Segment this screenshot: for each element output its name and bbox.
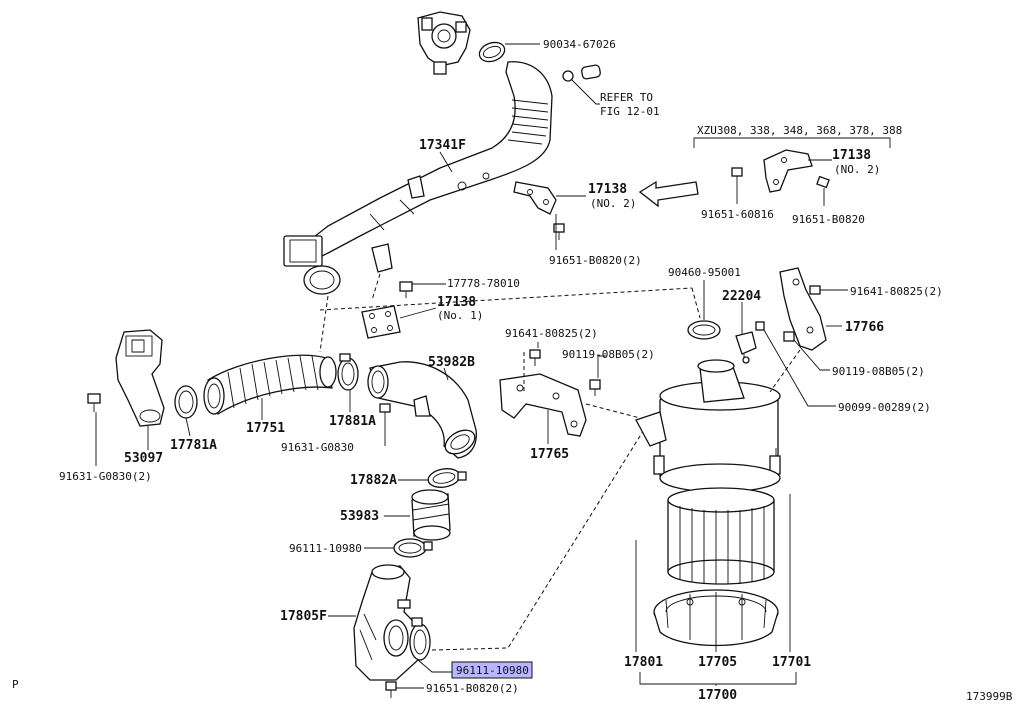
bolt-91641-mid bbox=[529, 349, 541, 366]
clamp-17882a bbox=[427, 468, 467, 488]
label-91651-b0820-2-mid: 91651-B0820(2) bbox=[549, 254, 642, 267]
bracket-17766 bbox=[779, 267, 827, 351]
label-53097: 53097 bbox=[124, 451, 163, 466]
label-17700: 17700 bbox=[698, 688, 737, 703]
label-fig-12-01: FIG 12-01 bbox=[600, 105, 660, 118]
bracket-17138-no2-right bbox=[763, 149, 813, 193]
duct-17805f bbox=[353, 564, 421, 681]
clamp-17881a bbox=[337, 353, 359, 391]
label-90034-67026: 90034-67026 bbox=[543, 38, 616, 51]
label-53982b: 53982B bbox=[428, 355, 475, 370]
bracket-17765 bbox=[499, 373, 587, 437]
label-17138-mid-no2: (NO. 2) bbox=[590, 197, 636, 210]
small-hose bbox=[562, 64, 601, 82]
label-90460-95001: 90460-95001 bbox=[668, 266, 741, 279]
pipe-53982b bbox=[367, 361, 477, 459]
bolt-17778 bbox=[399, 281, 413, 298]
sensor-22204 bbox=[735, 331, 757, 364]
bracket-17138-no2-mid bbox=[513, 181, 557, 215]
bolt-90119-right bbox=[783, 331, 795, 342]
label-53983: 53983 bbox=[340, 509, 379, 524]
label-17341f: 17341F bbox=[419, 138, 466, 153]
label-corner-p: P bbox=[12, 678, 19, 691]
throttle-body bbox=[417, 11, 471, 75]
label-17778-78010: 17778-78010 bbox=[447, 277, 520, 290]
clamp-17781a bbox=[174, 385, 198, 419]
label-refer-to: REFER TO bbox=[600, 91, 653, 104]
label-17138-right-no2: (NO. 2) bbox=[834, 163, 880, 176]
highlight-96111-10980[interactable] bbox=[451, 661, 533, 679]
label-96111-10980-upper: 96111-10980 bbox=[289, 542, 362, 555]
clamp-90034 bbox=[478, 41, 506, 63]
bolt-91651-60816 bbox=[731, 167, 743, 184]
label-17138-no1: 17138 bbox=[437, 295, 476, 310]
label-17138-right: 17138 bbox=[832, 148, 871, 163]
air-cleaner-case bbox=[653, 589, 779, 647]
bolt-91631-left bbox=[87, 393, 101, 412]
label-91651-60816: 91651-60816 bbox=[701, 208, 774, 221]
bolt-91641-top bbox=[809, 285, 821, 295]
label-91631-g0830-mid: 91631-G0830 bbox=[281, 441, 354, 454]
bolt-91651-mid bbox=[553, 223, 565, 240]
label-17766: 17766 bbox=[845, 320, 884, 335]
bolt-91651-b0820-right bbox=[816, 175, 830, 189]
arrow-icon bbox=[638, 180, 699, 208]
label-22204: 22204 bbox=[722, 289, 761, 304]
bracket-17138-no1 bbox=[361, 305, 401, 339]
label-17701: 17701 bbox=[772, 655, 811, 670]
label-17801: 17801 bbox=[624, 655, 663, 670]
label-91641-80825-2-top: 91641-80825(2) bbox=[850, 285, 943, 298]
bolt-91651-bottom bbox=[385, 681, 397, 698]
clamp-96111-lower bbox=[409, 617, 431, 661]
label-91631-g0830-2-left: 91631-G0830(2) bbox=[59, 470, 152, 483]
air-filter-element bbox=[667, 487, 775, 585]
air-cleaner-cover bbox=[635, 359, 781, 493]
label-17138-no1-sub: (No. 1) bbox=[437, 309, 483, 322]
label-96111-10980-highlighted[interactable]: 96111-10980 bbox=[456, 664, 529, 677]
clamp-96111-upper bbox=[393, 538, 433, 558]
clamp-90460 bbox=[687, 320, 721, 340]
label-variant-note: XZU308, 338, 348, 368, 378, 388 bbox=[697, 124, 902, 137]
label-17882a: 17882A bbox=[350, 473, 397, 488]
hose-53983 bbox=[411, 489, 451, 541]
label-17751: 17751 bbox=[246, 421, 285, 436]
snorkel-53097 bbox=[115, 329, 165, 427]
label-17765: 17765 bbox=[530, 447, 569, 462]
label-90119-08b05-2-mid: 90119-08B05(2) bbox=[562, 348, 655, 361]
label-17781a: 17781A bbox=[170, 438, 217, 453]
hose-17751 bbox=[203, 354, 337, 416]
label-figure-code: 173999B bbox=[966, 690, 1013, 703]
label-91651-b0820-2-bottom: 91651-B0820(2) bbox=[426, 682, 519, 695]
label-91641-80825-2-mid: 91641-80825(2) bbox=[505, 327, 598, 340]
bolt-91631-mid bbox=[379, 403, 391, 420]
label-90119-08b05-2-right: 90119-08B05(2) bbox=[832, 365, 925, 378]
label-90099-00289-2: 90099-00289(2) bbox=[838, 401, 931, 414]
bolt-90099 bbox=[755, 321, 765, 331]
label-17138-mid: 17138 bbox=[588, 182, 627, 197]
label-91651-b0820-right: 91651-B0820 bbox=[792, 213, 865, 226]
intake-pipe-17341f bbox=[283, 61, 553, 295]
label-17705: 17705 bbox=[698, 655, 737, 670]
bolt-90119-mid bbox=[589, 379, 601, 396]
label-17805f: 17805F bbox=[280, 609, 327, 624]
label-17881a: 17881A bbox=[329, 414, 376, 429]
